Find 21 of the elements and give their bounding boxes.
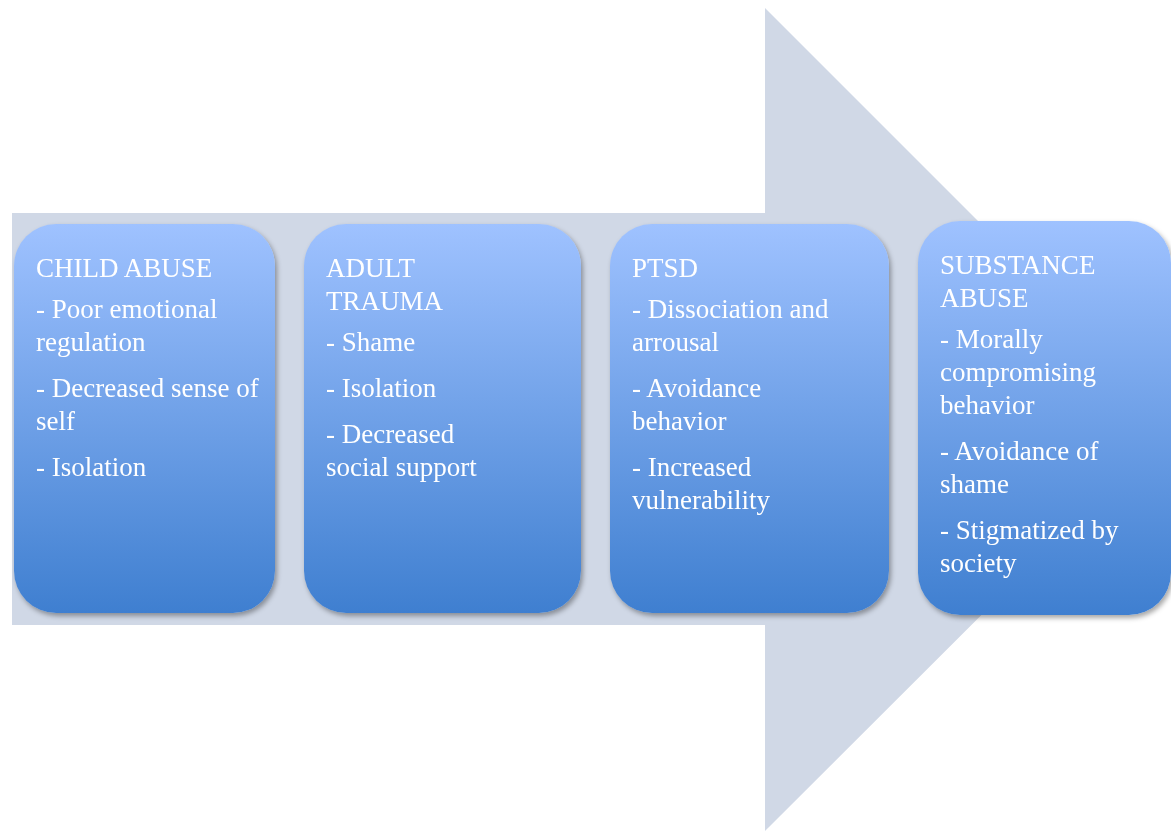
stage-heading: CHILD ABUSE xyxy=(36,252,214,285)
bullet-text: - Poor emotional regulation xyxy=(36,293,219,359)
bullet-text: - Avoidance behavior xyxy=(632,372,763,438)
bullet-text: - Isolation xyxy=(326,372,438,405)
bullet-text: - Dissociation and arrousal xyxy=(632,293,830,359)
bullet-text: - Decreased social support xyxy=(326,418,478,484)
bullet-text: - Shame xyxy=(326,326,417,359)
bullet-text: - Stigmatized by society xyxy=(940,514,1120,580)
stage-box xyxy=(14,224,275,613)
stage-box xyxy=(918,221,1171,615)
bullet-text: - Decreased sense of self xyxy=(36,372,260,438)
stage-heading: PTSD xyxy=(632,252,700,285)
stage-heading: ADULT TRAUMA xyxy=(326,252,444,318)
bullet-text: - Morally compromising behavior xyxy=(940,323,1097,422)
stage-box xyxy=(610,224,889,613)
stage-box xyxy=(304,224,581,613)
bullet-text: - Isolation xyxy=(36,451,148,484)
bullet-text: - Avoidance of shame xyxy=(940,435,1100,501)
bullet-text: - Increased vulnerability xyxy=(632,451,771,517)
flow-arrow xyxy=(12,8,1171,831)
stage-heading: SUBSTANCE ABUSE xyxy=(940,249,1097,315)
